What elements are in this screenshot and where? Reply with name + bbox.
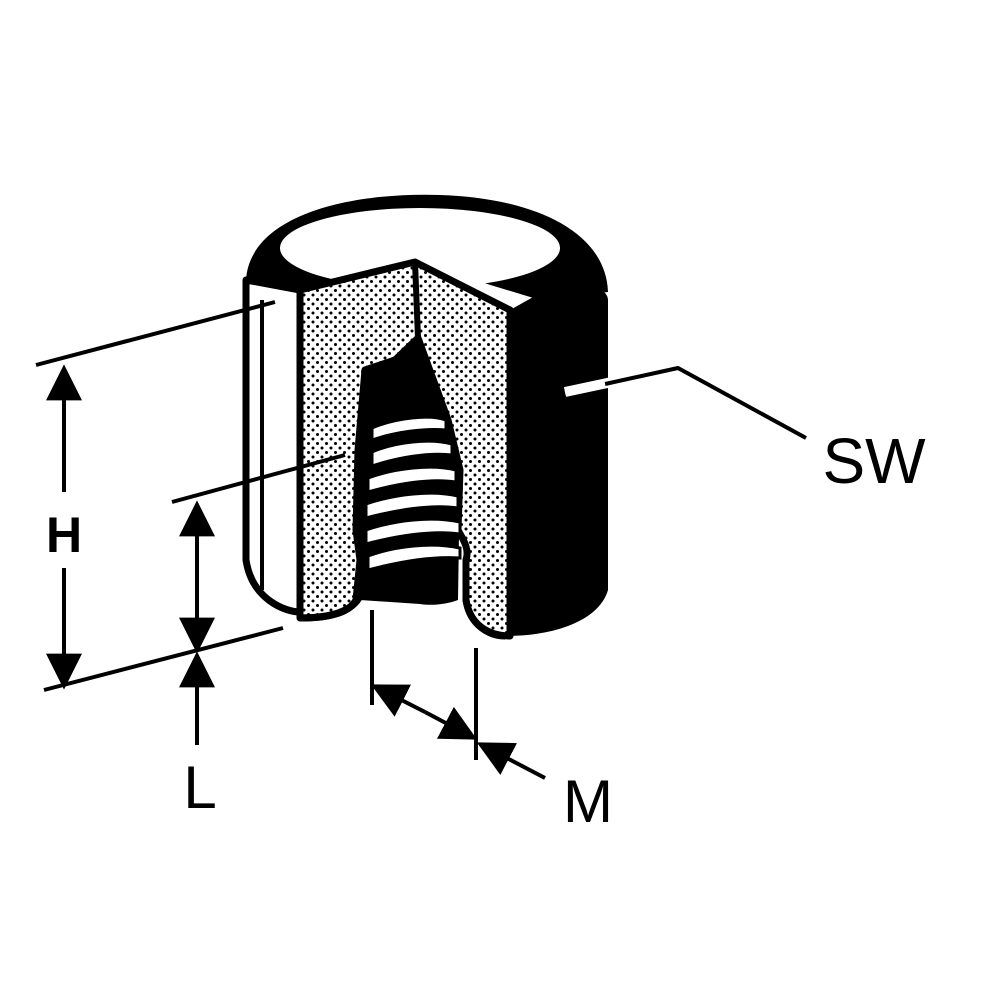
thread [364,415,462,572]
thread-crest [366,543,462,572]
dimension-line-m-outer [476,742,546,780]
thread-crest [370,439,454,469]
dimension-line-m-inner [424,706,478,740]
thread-crest [364,491,460,520]
extension-line-top-l [171,453,346,504]
right-hex-face [505,281,608,636]
dimension-line-m [370,684,426,717]
dimension-h: H [35,300,284,692]
thread-crest [366,465,458,494]
top-bore-opening [280,208,560,288]
leader-line-sw-on-face [564,382,606,394]
extension-line-top-h [35,300,276,367]
thread-crest [370,415,448,443]
label-sw: SW [822,425,926,497]
extension-line-bottom-h [43,626,284,692]
nut-body [242,194,608,640]
label-m: M [563,768,613,835]
thread-crest [364,517,462,546]
dimension-m: M [370,610,613,835]
section-split-line [412,261,421,339]
label-l: L [183,754,216,821]
label-h: H [46,507,82,563]
dimension-l: L [171,453,346,821]
leader-line-sw-ink [604,366,807,440]
left-hex-face [242,276,304,616]
leader-sw: SW [563,363,926,497]
bottom-edge [299,594,506,640]
